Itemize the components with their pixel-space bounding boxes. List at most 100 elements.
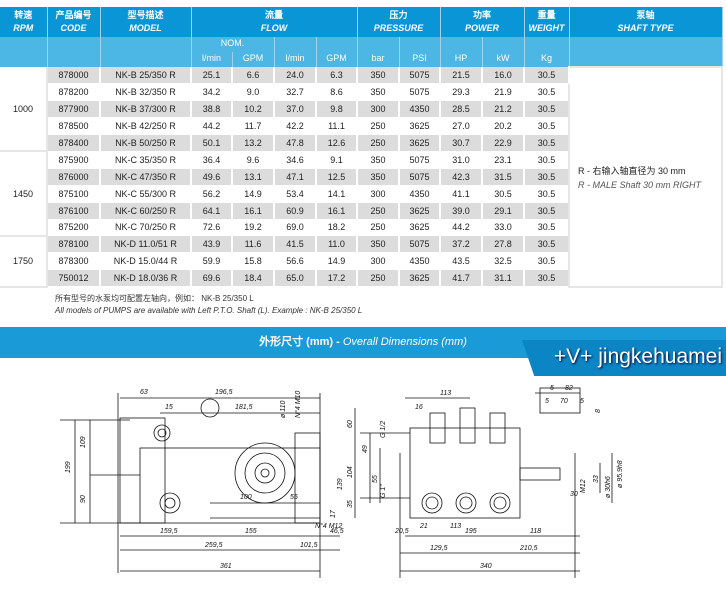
- table-cell: 44.2: [440, 219, 484, 237]
- dimension-label: 5: [580, 398, 584, 405]
- table-cell: 5075: [399, 168, 442, 186]
- dimension-label: M12: [580, 479, 587, 493]
- dimension-label: 113: [450, 523, 461, 530]
- dimension-label: 113: [440, 390, 451, 397]
- table-cell: 875200: [47, 219, 101, 237]
- dimension-label: 196,5: [215, 389, 233, 396]
- table-cell: 28.5: [440, 100, 484, 119]
- table-cell: 56.2: [191, 185, 233, 203]
- table-cell: 65.0: [274, 269, 317, 288]
- table-cell: 21.5: [440, 67, 484, 85]
- table-cell: 11.7: [232, 117, 275, 136]
- table-cell: 5075: [399, 151, 442, 169]
- sub-lmin: l/min: [274, 37, 317, 67]
- dimension-label: 101,5: [300, 542, 318, 549]
- table-cell: 5075: [399, 235, 442, 254]
- table-cell: 875900: [47, 151, 101, 169]
- dimension-label: 70: [560, 398, 568, 405]
- table-cell: 41.1: [440, 185, 484, 203]
- dimension-label: ø 95.9h8: [617, 460, 624, 488]
- table-cell: 3625: [399, 134, 442, 152]
- table-cell: NK-B 37/300 R: [100, 100, 192, 119]
- table-cell: 350: [357, 168, 400, 186]
- table-cell: NK-B 50/250 R: [100, 134, 192, 152]
- table-cell: 10.2: [232, 100, 275, 119]
- table-cell: 5075: [399, 67, 442, 85]
- table-cell: 30.5: [524, 83, 571, 102]
- table-cell: 30.5: [524, 185, 571, 203]
- table-cell: 41.7: [440, 269, 484, 288]
- table-cell: 30.5: [524, 168, 571, 186]
- table-cell: 878400: [47, 134, 101, 152]
- table-cell: 9.6: [232, 151, 275, 169]
- table-cell: 878200: [47, 83, 101, 102]
- table-cell: 22.9: [482, 134, 526, 152]
- table-cell: 31.0: [440, 151, 484, 169]
- dimension-label: 35: [347, 500, 354, 508]
- table-cell: 31.5: [482, 168, 526, 186]
- table-cell: NK-B 25/350 R: [100, 67, 192, 85]
- table-cell: 876000: [47, 168, 101, 186]
- table-cell: 60.9: [274, 202, 317, 220]
- table-cell: 69.6: [191, 269, 233, 288]
- table-cell: 43.9: [191, 235, 233, 254]
- table-cell: 30.5: [524, 219, 571, 237]
- table-cell: 5075: [399, 83, 442, 102]
- table-cell: 32.7: [274, 83, 317, 102]
- table-cell: 20.2: [482, 117, 526, 136]
- table-cell: 878100: [47, 235, 101, 254]
- dimension-label: 20,5: [394, 528, 409, 535]
- table-cell: 3625: [399, 269, 442, 288]
- dimension-label: 17: [330, 509, 337, 518]
- table-cell: 300: [357, 100, 400, 119]
- dimension-label: 46,5: [330, 528, 344, 535]
- table-cell: 30.5: [524, 100, 571, 119]
- table-cell: 250: [357, 134, 400, 152]
- table-cell: 3625: [399, 219, 442, 237]
- table-cell: 59.9: [191, 252, 233, 271]
- table-cell: 49.6: [191, 168, 233, 186]
- dimension-label: 5: [550, 385, 554, 392]
- table-cell: 34.6: [274, 151, 317, 169]
- dimension-label: 181,5: [235, 404, 253, 411]
- table-cell: 12.6: [316, 134, 358, 152]
- table-cell: 350: [357, 67, 400, 85]
- dimension-label: 104: [347, 466, 354, 478]
- table-cell: 69.0: [274, 219, 317, 237]
- shaft-note-en: R - MALE Shaft 30 mm RIGHT: [578, 179, 702, 190]
- footnote-en: All models of PUMPS are available with L…: [55, 306, 363, 315]
- dimension-label: 16: [415, 404, 423, 411]
- dimension-label: 100: [240, 494, 252, 501]
- table-cell: 38.8: [191, 100, 233, 119]
- sub-gpm-nom: GPM: [232, 52, 275, 67]
- table-cell: 4350: [399, 100, 442, 119]
- table-cell: 875100: [47, 185, 101, 203]
- table-cell: 250: [357, 269, 400, 288]
- table-cell: 16.1: [232, 202, 275, 220]
- dimension-label: 210,5: [519, 545, 538, 552]
- dimension-label: 139: [337, 478, 344, 490]
- table-cell: 53.4: [274, 185, 317, 203]
- table-cell: 36.4: [191, 151, 233, 169]
- sub-lmin-nom: l/min: [191, 52, 233, 67]
- sub-bar: bar: [357, 37, 400, 67]
- table-cell: 30.5: [524, 202, 571, 220]
- table-cell: 30.5: [524, 117, 571, 136]
- sub-kw: kW: [482, 37, 525, 67]
- table-cell: 43.5: [440, 252, 484, 271]
- table-cell: 44.2: [191, 117, 233, 136]
- table-cell: 50.1: [191, 134, 233, 152]
- table-cell: 8.6: [316, 83, 358, 102]
- table-cell: 30.5: [524, 67, 571, 85]
- table-cell: 4350: [399, 252, 442, 271]
